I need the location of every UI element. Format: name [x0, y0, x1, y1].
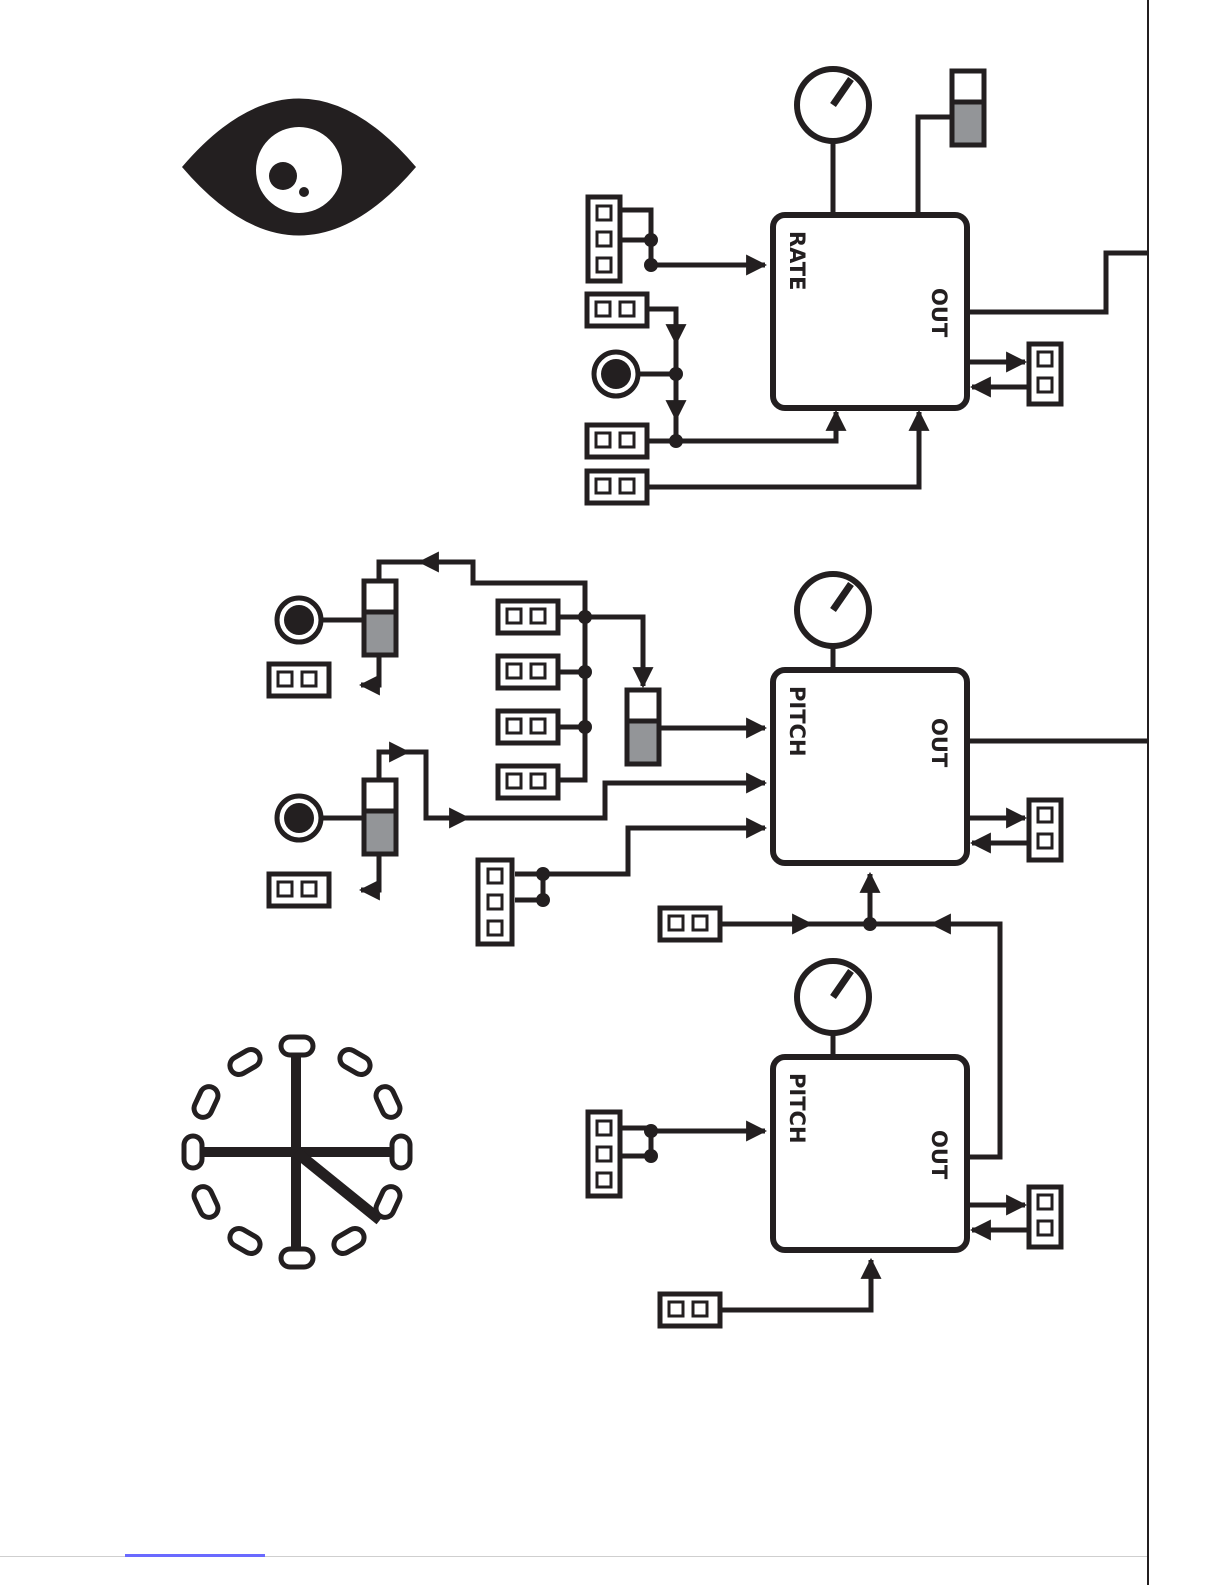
lfo-output-label: OUT — [927, 288, 951, 338]
header-2pin[interactable] — [498, 766, 558, 798]
slider-lower[interactable] — [364, 780, 396, 854]
header-2pin[interactable] — [660, 908, 720, 940]
vco-main-input-label: PITCH — [785, 686, 809, 757]
rate-knob[interactable] — [797, 69, 869, 141]
jack-upper[interactable] — [277, 598, 321, 642]
chain-wheel-icon — [184, 1037, 410, 1267]
header-2pin[interactable] — [269, 874, 329, 906]
lfo-module: RATE OUT — [587, 69, 1148, 503]
header-3pin[interactable] — [588, 1112, 620, 1196]
header-2pin[interactable] — [498, 711, 558, 743]
lfo-jack[interactable] — [594, 352, 638, 396]
vco-secondary-input-label: PITCH — [785, 1073, 809, 1144]
pitch-knob[interactable] — [797, 961, 869, 1033]
header-3pin[interactable] — [588, 197, 620, 281]
header-2pin[interactable] — [498, 601, 558, 633]
lfo-slider[interactable] — [952, 71, 984, 145]
header-2pin-vertical[interactable] — [1029, 344, 1061, 404]
header-3pin[interactable] — [478, 860, 512, 944]
header-2pin[interactable] — [587, 471, 647, 503]
lfo-input-label: RATE — [785, 231, 809, 290]
header-2pin[interactable] — [587, 425, 647, 457]
header-2pin[interactable] — [660, 1294, 720, 1326]
slider-pitch[interactable] — [627, 690, 659, 764]
header-2pin[interactable] — [498, 656, 558, 688]
eye-icon — [182, 99, 416, 236]
slider-upper[interactable] — [364, 581, 396, 655]
vco-main-output-label: OUT — [927, 718, 951, 768]
jack-lower[interactable] — [277, 796, 321, 840]
pitch-knob[interactable] — [797, 574, 869, 646]
page-edge-line — [1147, 0, 1149, 1585]
vco-main-module: PITCH OUT — [269, 562, 1148, 1157]
vco-secondary-output-label: OUT — [927, 1130, 951, 1180]
vco-secondary-module: PITCH OUT — [588, 961, 1061, 1326]
header-2pin[interactable] — [269, 664, 329, 696]
header-2pin-vertical[interactable] — [1029, 800, 1061, 860]
link-underline — [125, 1554, 265, 1557]
header-2pin-vertical[interactable] — [1029, 1187, 1061, 1247]
header-2pin[interactable] — [587, 294, 647, 326]
